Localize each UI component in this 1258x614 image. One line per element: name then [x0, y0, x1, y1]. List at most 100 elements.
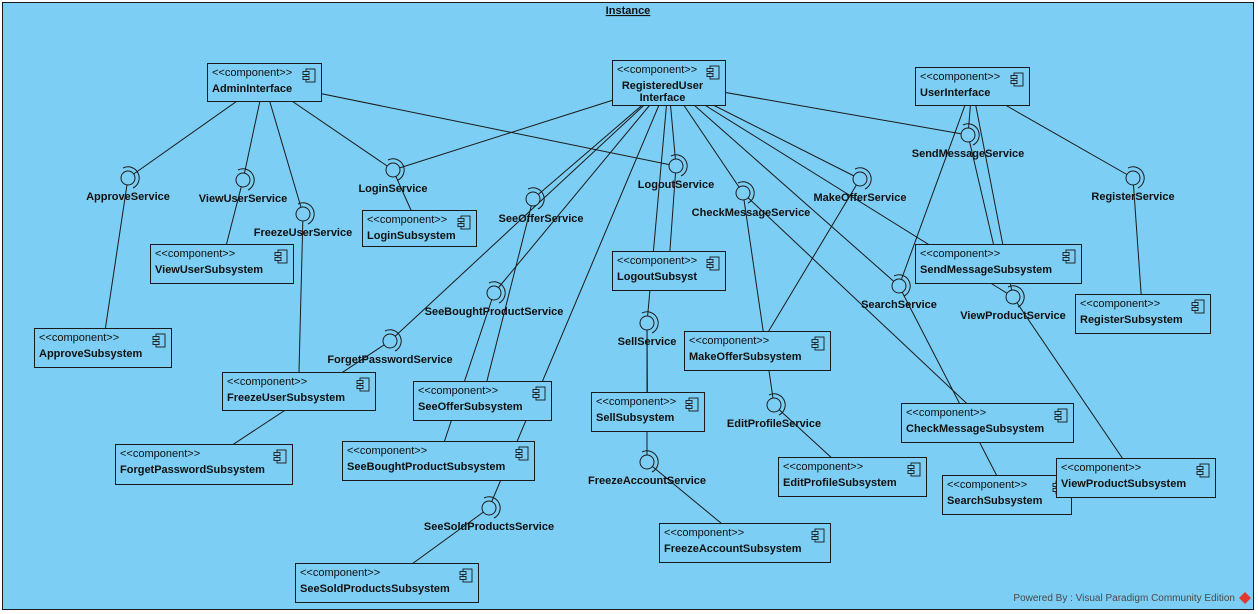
component-icon [1010, 72, 1024, 87]
component-name: SearchSubsystem [947, 495, 1043, 507]
component-box [901, 403, 1074, 443]
connector-seeoffer-seeoffersub [481, 198, 534, 401]
interface-freezeacc[interactable]: FreezeAccountService [588, 450, 706, 487]
component-name: MakeOfferSubsystem [689, 351, 802, 363]
interface-seesold[interactable]: SeeSoldProductsService [424, 496, 554, 533]
component-name: ViewProductSubsystem [1061, 478, 1186, 490]
lollipop-ball-icon [766, 397, 782, 413]
component-name: ViewUserSubsystem [155, 264, 263, 276]
component-makeoffersub[interactable]: <<component>>MakeOfferSubsystem [684, 331, 831, 371]
interface-sendmsg[interactable]: SendMessageService [912, 123, 1025, 160]
component-registersub[interactable]: <<component>>RegisterSubsystem [1075, 294, 1211, 334]
socket-arc-icon [387, 158, 405, 181]
component-box [684, 331, 831, 371]
component-seesoldsub[interactable]: <<component>>SeeSoldProductsSubsystem [295, 563, 479, 603]
interface-freezeuser[interactable]: FreezeUserService [254, 202, 352, 239]
interface-forget[interactable]: ForgetPasswordService [327, 329, 453, 366]
component-seeoffersub[interactable]: <<component>>SeeOfferSubsystem [413, 381, 552, 421]
component-sendmsgsub[interactable]: <<component>>SendMessageSubsystem [915, 244, 1082, 284]
lollipop-ball-icon [960, 127, 976, 143]
component-box [222, 372, 376, 411]
component-name: FreezeUserSubsystem [227, 392, 345, 404]
component-stereotype: <<component>> [120, 448, 200, 460]
component-name: LogoutSubsyst [617, 271, 697, 283]
socket-arc-icon [122, 166, 140, 189]
interface-label: EditProfileService [727, 418, 821, 430]
component-viewproductsub[interactable]: <<component>> ViewProductSubsystem [1056, 458, 1216, 498]
lollipop-ball-icon [486, 285, 502, 301]
interface-label: RegisterService [1091, 191, 1174, 203]
lollipop-ball-icon [735, 185, 751, 201]
interface-label: SendMessageService [912, 148, 1025, 160]
lollipop-ball-icon [852, 171, 868, 187]
component-name: SellSubsystem [596, 412, 674, 424]
connector-admin-logout [263, 81, 677, 167]
interface-login[interactable]: LoginService [358, 158, 428, 195]
component-stereotype: <<component>> [596, 396, 676, 408]
lollipop-ball-icon [385, 162, 401, 178]
socket-arc-icon [488, 281, 506, 304]
interface-label: LoginService [358, 183, 427, 195]
interface-viewproduct[interactable]: ViewProductService [960, 285, 1066, 322]
component-sellsub[interactable]: <<component>> SellSubsystem [591, 392, 705, 432]
component-searchsub[interactable]: <<component>>SearchSubsystem [942, 475, 1072, 515]
connector-register-registersub [1132, 177, 1143, 314]
component-box [362, 210, 477, 247]
component-stereotype: <<component>> [347, 445, 427, 457]
component-loginsub[interactable]: <<component>> LoginSubsystem [362, 210, 477, 247]
component-name: AdminInterface [212, 83, 292, 95]
component-seeboughtsub[interactable]: <<component>> SeeBoughtProductSubsystem [342, 441, 535, 481]
component-viewusersub[interactable]: <<component>>ViewUserSubsystem [150, 244, 294, 284]
component-icon [1062, 249, 1076, 264]
component-icon [811, 528, 825, 543]
connector-approve-approvesub [102, 177, 129, 348]
interface-seeoffer[interactable]: SeeOfferService [499, 187, 584, 225]
connector-freezeuser-freezeusersub [298, 213, 304, 392]
component-editprofilesub[interactable]: <<component>>EditProfileSubsystem [778, 457, 927, 497]
lollipop-ball-icon [639, 454, 655, 470]
interface-editprofile[interactable]: EditProfileService [727, 393, 821, 430]
visual-paradigm-logo-icon [1239, 592, 1251, 604]
component-stereotype: <<component>> [1061, 462, 1141, 474]
component-name: LoginSubsystem [367, 230, 456, 242]
interface-search[interactable]: SearchService [861, 274, 937, 311]
component-stereotype: <<component>> [664, 527, 744, 539]
component-admin[interactable]: <<component>>AdminInterface [207, 63, 322, 102]
socket-arc-icon [527, 187, 545, 210]
component-stereotype: <<component>> [1080, 298, 1160, 310]
connector-reg-search [668, 82, 900, 287]
component-box [942, 475, 1072, 515]
component-user[interactable]: <<component>>UserInterface [915, 67, 1030, 106]
connector-viewproduct-viewproductsub [1012, 296, 1136, 478]
interface-sell[interactable]: SellService [618, 311, 677, 348]
component-forgetsub[interactable]: <<component>>ForgetPasswordSubsystem [115, 444, 293, 485]
component-name: SeeSoldProductsSubsystem [300, 583, 450, 595]
interface-label: SeeSoldProductsService [424, 521, 554, 533]
component-logoutsub[interactable]: <<component>>LogoutSubsyst [612, 251, 726, 291]
component-freezeusersub[interactable]: <<component>>FreezeUserSubsystem [222, 372, 376, 411]
interface-label: CheckMessageService [692, 207, 811, 219]
interface-viewuser[interactable]: ViewUserService [199, 168, 287, 205]
component-box [915, 67, 1030, 106]
interface-makeoffer[interactable]: MakeOfferService [814, 167, 907, 204]
interface-checkmsg[interactable]: CheckMessageService [692, 181, 811, 219]
component-icon [706, 256, 720, 271]
component-approvesub[interactable]: <<component>>ApproveSubsystem [34, 328, 172, 368]
interface-label: ViewUserService [199, 193, 287, 205]
component-icon [1054, 408, 1068, 423]
component-checkmsgsub[interactable]: <<component>>CheckMessageSubsystem [901, 403, 1074, 443]
interface-register[interactable]: RegisterService [1091, 166, 1175, 203]
lollipop-ball-icon [481, 500, 497, 516]
interface-seebought[interactable]: SeeBoughtProductService [425, 281, 564, 318]
socket-arc-icon [737, 181, 755, 204]
interface-label: ApproveService [86, 191, 170, 203]
interface-logout[interactable]: LogoutService [638, 154, 714, 191]
component-name: SeeBoughtProductSubsystem [347, 461, 506, 473]
interface-approve[interactable]: ApproveService [86, 166, 170, 203]
component-freezeaccsub[interactable]: <<component>>FreezeAccountSubsystem [659, 523, 831, 563]
component-stereotype: <<component>> [367, 214, 447, 226]
component-name: ApproveSubsystem [39, 348, 143, 360]
